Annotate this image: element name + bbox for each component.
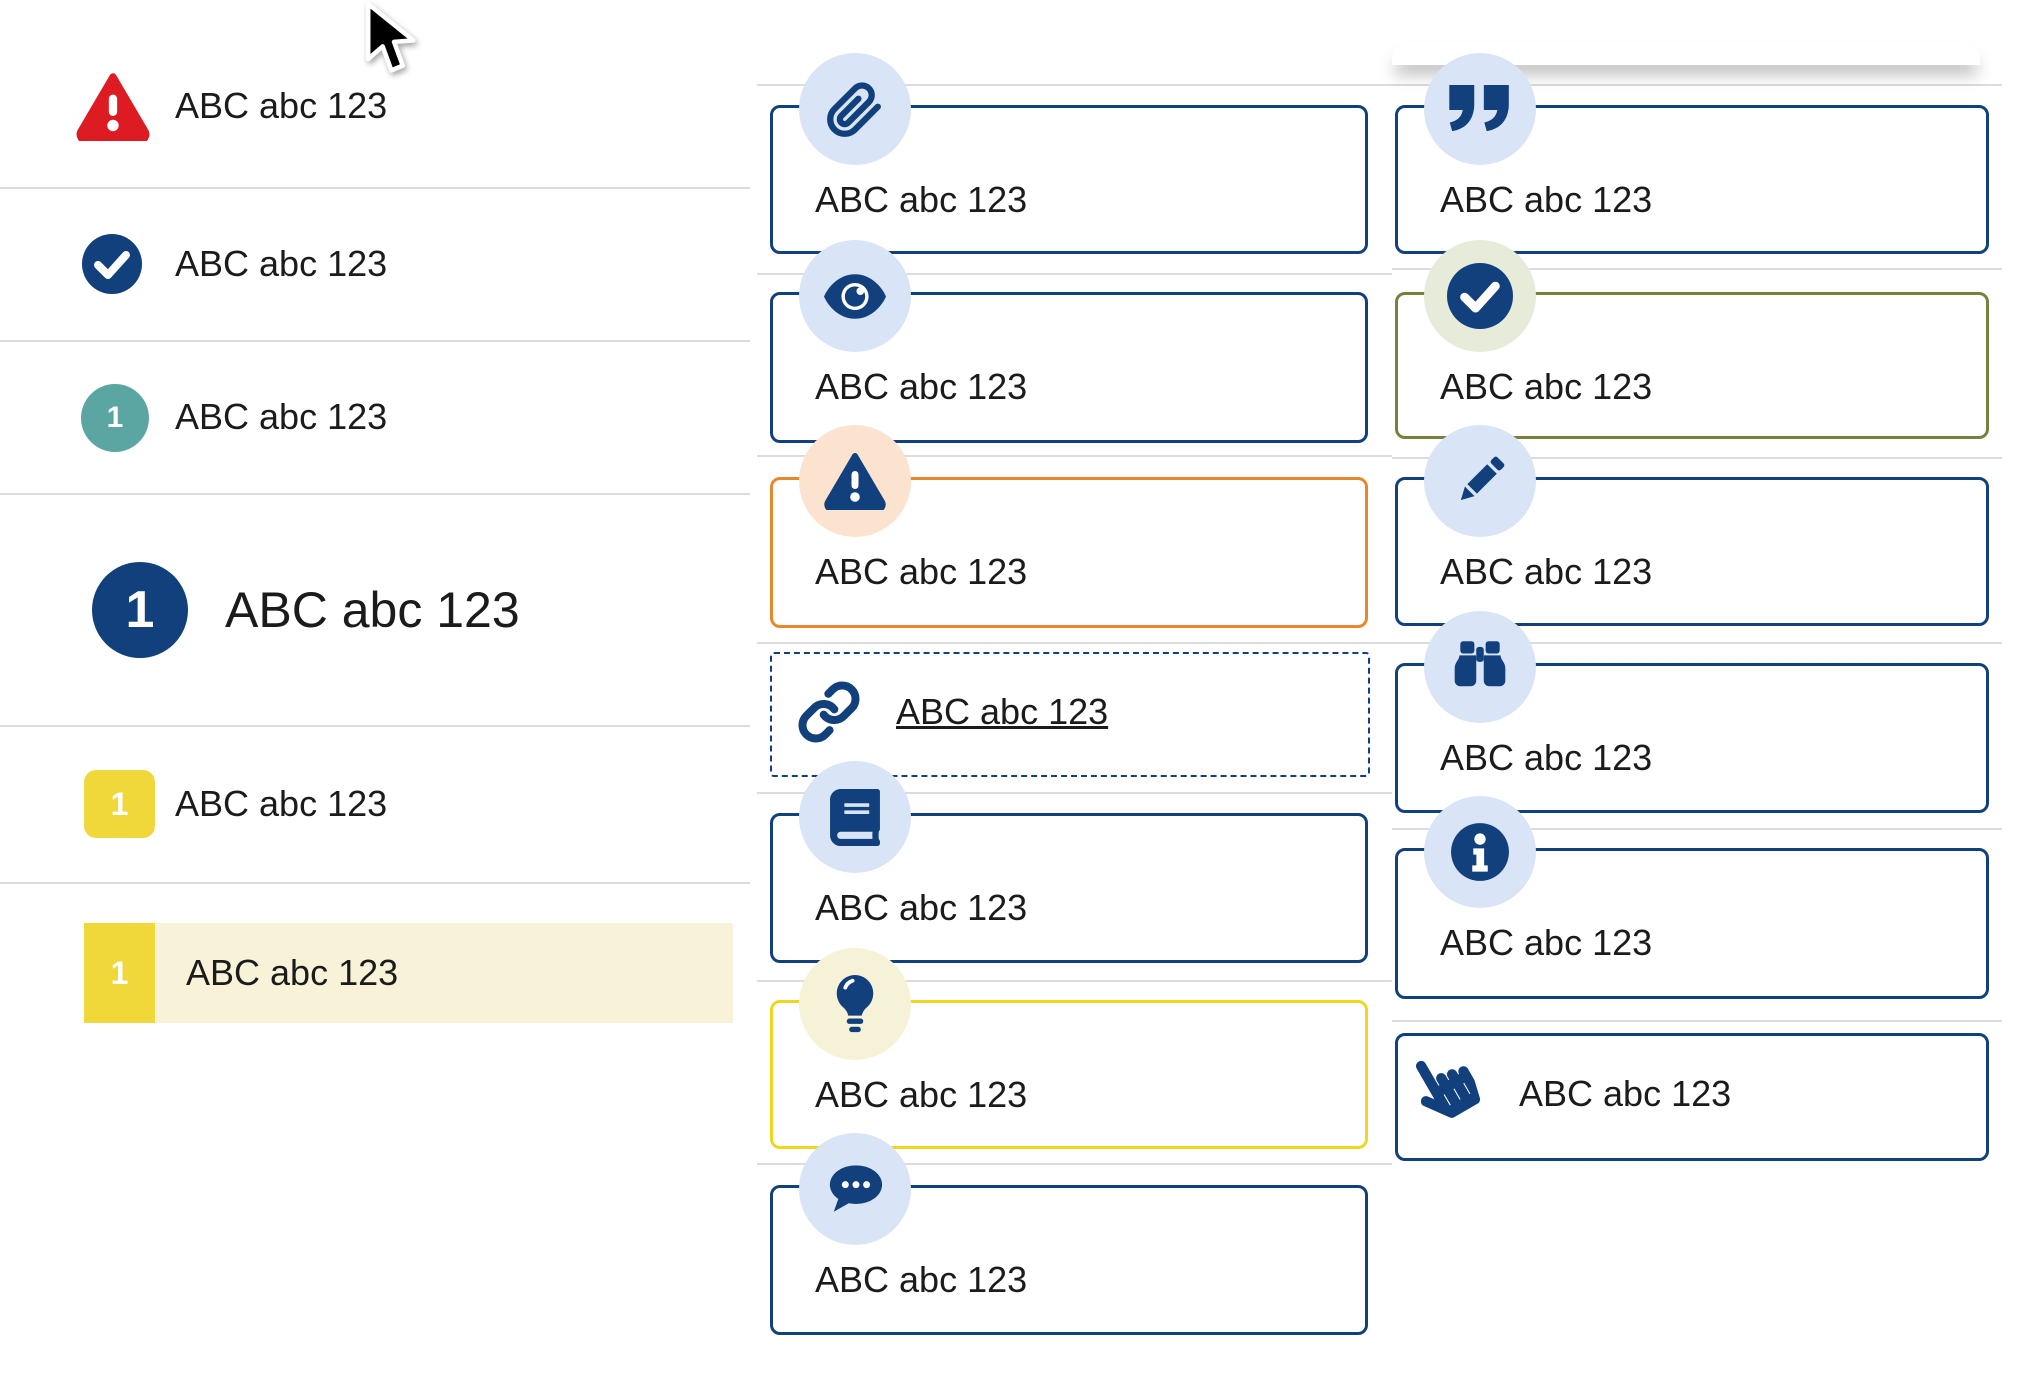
warning-triangle-icon xyxy=(75,72,151,141)
callout-card-link[interactable] xyxy=(770,652,1370,777)
list-item-label: ABC abc 123 xyxy=(175,243,388,284)
quote-icon xyxy=(1424,53,1536,165)
step-number-badge: 1 xyxy=(81,384,149,452)
list-item-label: ABC abc 123 xyxy=(225,582,520,638)
callout-card-label: ABC abc 123 xyxy=(1440,366,1653,407)
mouse-cursor xyxy=(362,2,420,78)
card-top-edge xyxy=(1392,43,1980,65)
divider xyxy=(757,455,1392,457)
divider xyxy=(757,642,1392,644)
divider xyxy=(0,725,750,727)
binoculars-icon xyxy=(1424,611,1536,723)
callout-card-link-text[interactable]: ABC abc 123 xyxy=(896,691,1109,732)
pencil-icon xyxy=(1424,425,1536,537)
callout-card-label: ABC abc 123 xyxy=(815,366,1028,407)
divider xyxy=(1392,268,2002,270)
chat-icon xyxy=(799,1133,911,1245)
divider xyxy=(757,980,1392,982)
book-icon xyxy=(799,761,911,873)
callout-card-label: ABC abc 123 xyxy=(815,179,1028,220)
callout-card-label: ABC abc 123 xyxy=(815,551,1028,592)
callout-card-label: ABC abc 123 xyxy=(1440,551,1653,592)
divider xyxy=(757,792,1392,794)
step-number-badge: 1 xyxy=(92,562,188,658)
list-item-label: ABC abc 123 xyxy=(175,783,388,824)
callout-card-label: ABC abc 123 xyxy=(1440,737,1653,778)
callout-card-label: ABC abc 123 xyxy=(1440,179,1653,220)
check-circle-icon xyxy=(82,234,142,294)
divider xyxy=(1392,457,2002,459)
callout-card-label: ABC abc 123 xyxy=(1440,922,1653,963)
divider xyxy=(757,1163,1392,1165)
list-item-label: ABC abc 123 xyxy=(175,85,388,126)
step-number-badge: 1 xyxy=(84,923,155,1023)
eye-icon xyxy=(799,240,911,352)
divider xyxy=(0,493,750,495)
divider xyxy=(0,187,750,189)
hand-pointer-icon xyxy=(1402,1042,1485,1128)
warning-triangle-icon xyxy=(799,425,911,537)
divider xyxy=(1392,828,2002,830)
lightbulb-icon xyxy=(799,948,911,1060)
callout-card-label: ABC abc 123 xyxy=(815,1259,1028,1300)
divider xyxy=(757,84,2002,86)
divider xyxy=(1392,642,2002,644)
callout-card-action[interactable] xyxy=(1395,1033,1989,1161)
link-icon xyxy=(797,680,861,744)
divider xyxy=(0,340,750,342)
info-icon xyxy=(1424,796,1536,908)
callout-card-label: ABC abc 123 xyxy=(815,1074,1028,1115)
paperclip-icon xyxy=(799,53,911,165)
highlight-row-background xyxy=(84,923,733,1023)
divider xyxy=(757,273,1392,275)
callout-card-label: ABC abc 123 xyxy=(1519,1073,1732,1114)
list-item-label: ABC abc 123 xyxy=(175,396,388,437)
callout-card-label: ABC abc 123 xyxy=(815,887,1028,928)
divider xyxy=(1392,1020,2002,1022)
divider xyxy=(0,882,750,884)
step-number-badge: 1 xyxy=(84,770,155,838)
check-circle-icon xyxy=(1424,240,1536,352)
list-item-label: ABC abc 123 xyxy=(186,952,399,993)
